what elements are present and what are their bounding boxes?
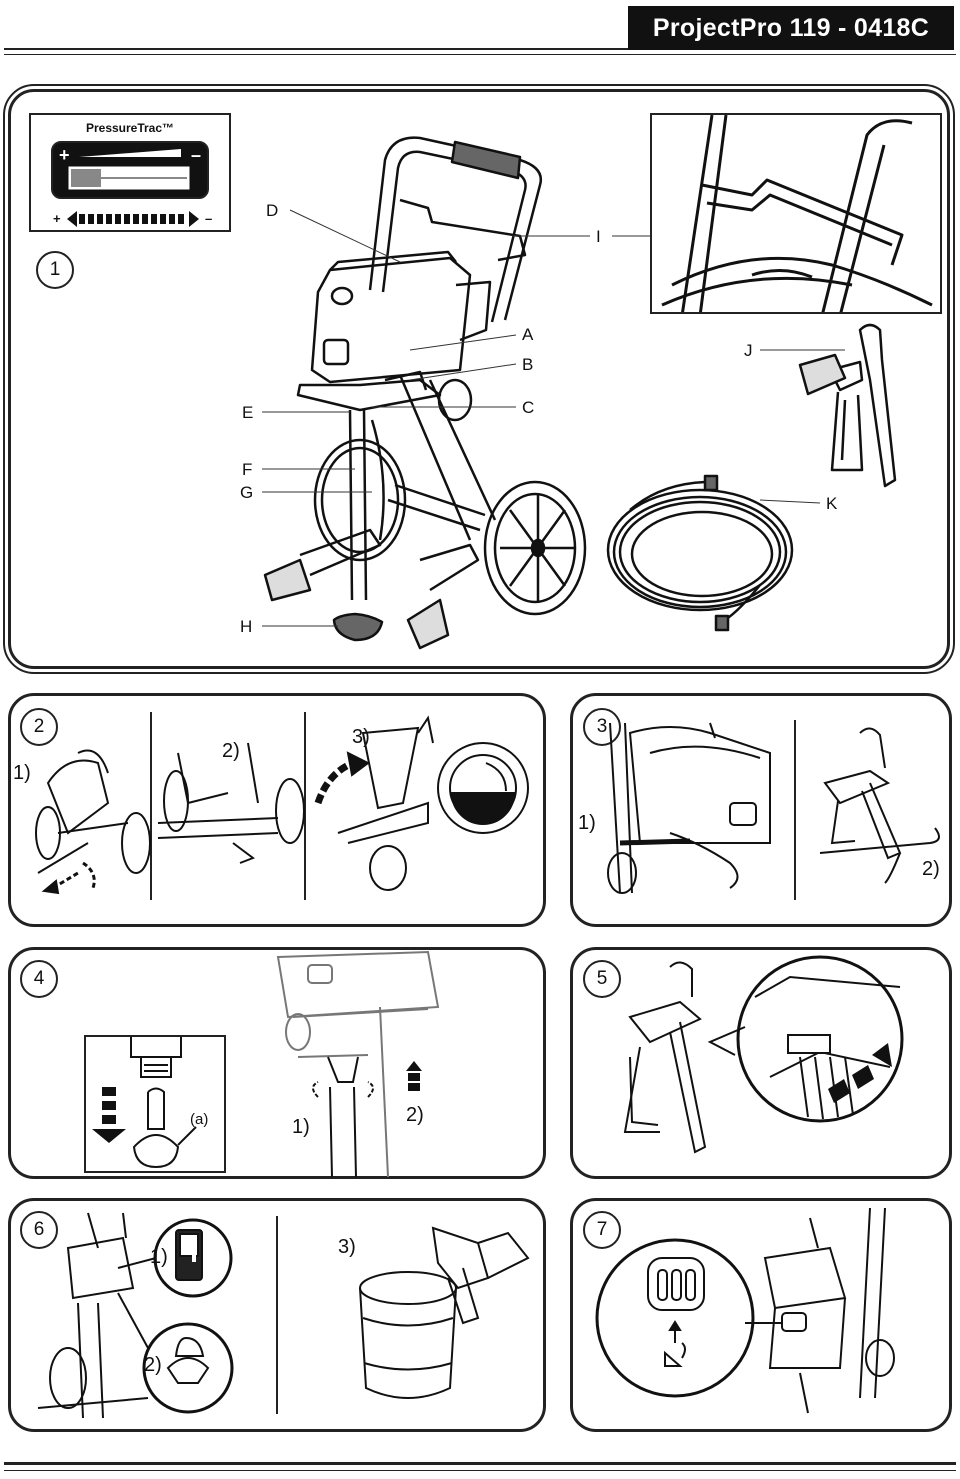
handle-detail-inset <box>650 113 942 314</box>
header-rule <box>4 48 628 50</box>
figure-2-number: 2 <box>20 708 58 746</box>
figure-6-step-3: 3) <box>338 1236 356 1258</box>
figure-2-divider-1 <box>150 712 152 900</box>
part-label-i: I <box>596 227 601 246</box>
figure-7-panel <box>570 1198 952 1432</box>
figure-5-number: 5 <box>583 960 621 998</box>
figure-1-number: 1 <box>36 251 74 289</box>
part-label-h: H <box>240 617 253 636</box>
footer-rule <box>4 1462 956 1465</box>
handle-detail-graphic <box>661 115 933 312</box>
figure-4-number: 4 <box>20 960 58 998</box>
figure-6-number: 6 <box>20 1211 58 1249</box>
page-title: ProjectPro 119 - 0418C <box>628 6 954 50</box>
figure-3-step-2: 2) <box>922 858 940 880</box>
part-label-k: K <box>826 494 838 513</box>
figure-5-illustration <box>623 955 904 1154</box>
figure-4-callout-a: (a) <box>190 1111 209 1128</box>
figure-6-divider <box>276 1216 278 1414</box>
part-label-e: E <box>242 403 254 422</box>
pressuretrac-inset: PressureTrac™ + – + – <box>29 113 231 232</box>
figure-4-panel <box>8 947 546 1179</box>
figure-4-step-1: 1) <box>292 1116 310 1138</box>
figure-4-step-2: 2) <box>406 1104 424 1126</box>
figure-2-step-2: 2) <box>222 740 240 762</box>
figure-6-step-2: 2) <box>144 1354 162 1376</box>
pressuretrac-display: + – <box>51 141 209 199</box>
figure-3-illustration <box>607 722 940 894</box>
part-label-c: C <box>522 398 535 417</box>
figure-2-illustration <box>35 715 529 895</box>
part-label-j: J <box>744 341 753 360</box>
figure-7-illustration <box>595 1207 895 1414</box>
figure-4-inset-graphic <box>92 1037 197 1169</box>
part-label-a: A <box>522 325 534 344</box>
part-label-d: D <box>266 201 279 220</box>
figure-3-number: 3 <box>583 708 621 746</box>
footer-rule-thin <box>4 1470 956 1471</box>
part-label-f: F <box>242 460 253 479</box>
figure-6-illustration <box>37 1212 530 1419</box>
figure-2-step-1: 1) <box>13 762 31 784</box>
scale-plus: + <box>53 211 61 226</box>
scale-minus: – <box>205 211 213 226</box>
figure-3-step-1: 1) <box>578 812 596 834</box>
figure-4-illustration <box>276 950 440 1178</box>
figure-4-detail-inset: (a) <box>84 1035 226 1173</box>
part-label-g: G <box>240 483 254 502</box>
figure-3-divider <box>794 720 796 900</box>
part-label-b: B <box>522 355 534 374</box>
display-minus: – <box>190 145 201 165</box>
display-graphic <box>68 149 190 190</box>
pressuretrac-title: PressureTrac™ <box>85 121 175 135</box>
figure-7-number: 7 <box>583 1211 621 1249</box>
header-rule-thin <box>4 54 956 55</box>
pressure-scale-arrow <box>67 211 199 227</box>
sprayer-illustration <box>262 136 897 650</box>
figure-2-divider-2 <box>304 712 306 900</box>
display-plus: + <box>59 145 70 165</box>
